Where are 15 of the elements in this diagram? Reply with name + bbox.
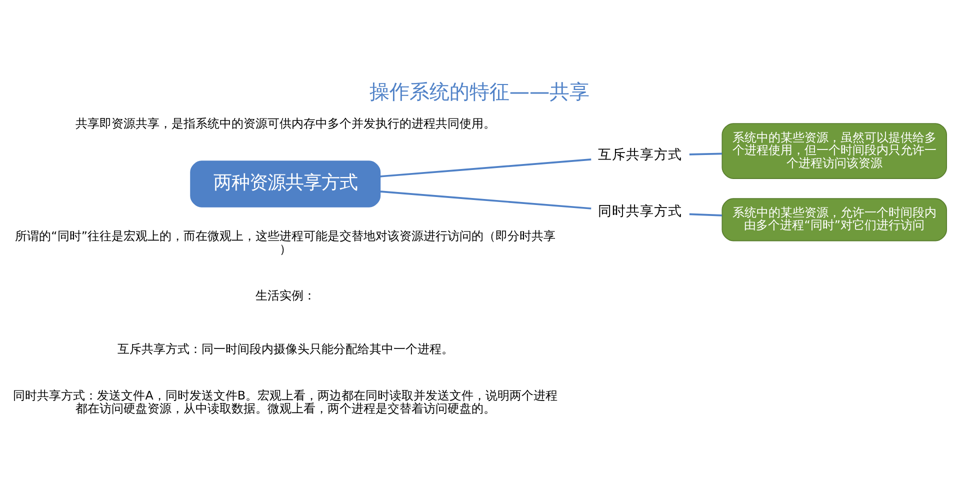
- node-text: 同时共享方式: [598, 203, 682, 220]
- label: 同时共享方式：发送文件A，同时发送文件B。宏观上看，两边都在同时读取并发送文件，说明两个进程都在访问硬盘资源，从中读取数据。微观上看，两个进程是交替着访问硬盘的。: [13, 388, 558, 415]
- connector: [380, 190, 592, 209]
- label: 所谓的“同时”往往是宏观上的，而在微观上，这些进程可能是交替地对该资源进行访问的（即分时共享）: [15, 228, 556, 256]
- label: 共享即资源共享，是指系统中的资源可供内存中多个并发执行的进程共同使用。: [75, 116, 496, 130]
- connector: [380, 158, 592, 177]
- node-box: 系统中的某些资源，虽然可以提供给多个进程使用，但一个时间段内只允许一个进程访问该资源: [722, 122, 948, 178]
- connector: [689, 152, 722, 155]
- node-box: 系统中的某些资源，允许一个时间段内由多个进程“同时”对它们进行访问: [722, 198, 948, 241]
- label: 生活实例：: [255, 288, 316, 302]
- node-box: 两种资源共享方式: [190, 160, 381, 207]
- node-text: 互斥共享方式: [598, 146, 682, 162]
- label: 互斥共享方式：同一时间段内摄像头只能分配给其中一个进程。: [117, 341, 454, 356]
- diagram-title: 操作系统的特征——共享: [369, 78, 590, 103]
- connector: [689, 212, 722, 216]
